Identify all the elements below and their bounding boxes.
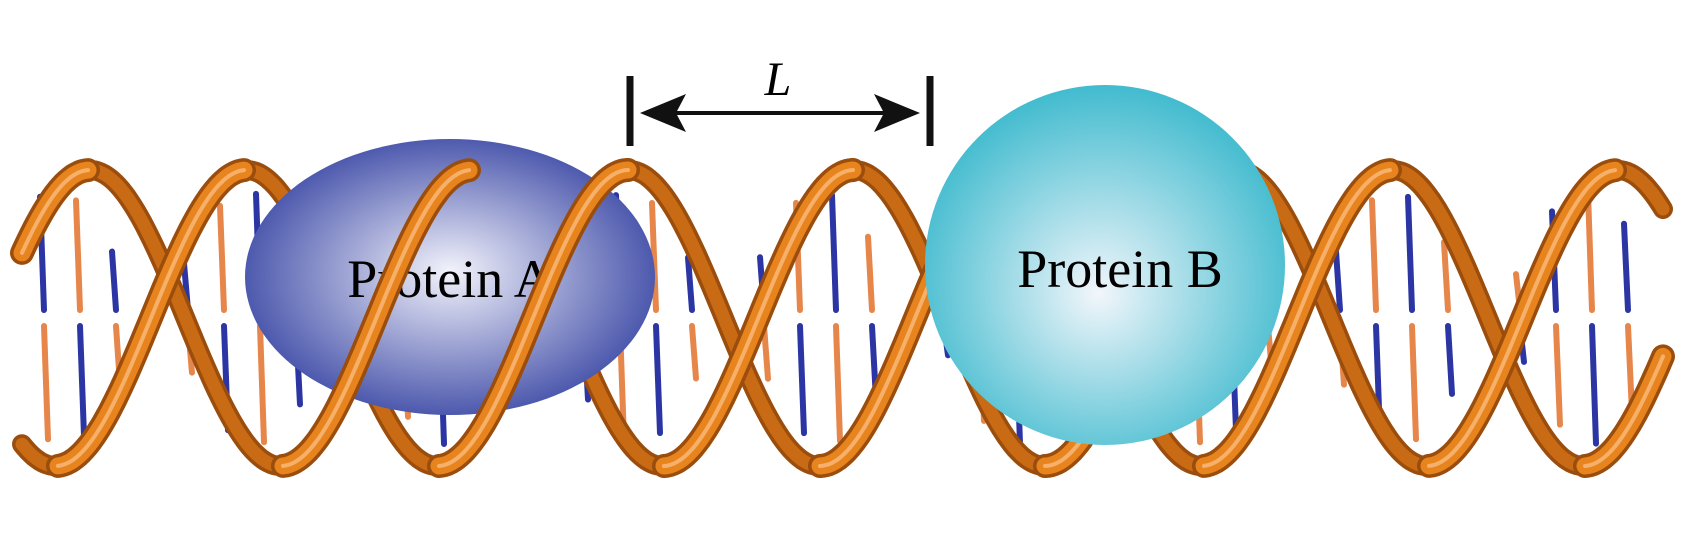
backbone-ribbon: [1583, 354, 1665, 468]
backbone-ribbon: [1427, 168, 1617, 468]
base-pair-segment: [1441, 239, 1451, 313]
backbone-ribbon: [437, 168, 630, 468]
base-pair-segment: [653, 323, 663, 437]
base-pair-segment: [1589, 323, 1599, 447]
backbone-ribbon: [20, 168, 90, 255]
base-pair-segment: [761, 323, 771, 382]
base-pair-segment: [77, 323, 87, 439]
base-pair-segment: [1369, 197, 1379, 313]
distance-arrow-right-head: [874, 94, 920, 132]
distance-label: L: [764, 53, 792, 106]
backbone-ribbon: [1202, 168, 1392, 468]
base-pair-segment: [1409, 323, 1419, 443]
base-pair-segment: [833, 323, 843, 444]
base-pair-segment: [1621, 220, 1631, 313]
base-pair-segment: [41, 323, 51, 443]
backbone-ribbon: [1386, 163, 1589, 473]
base-pair-segment: [1445, 323, 1455, 397]
backbone-ribbon: [56, 168, 246, 468]
base-pair-segment: [797, 323, 807, 437]
base-pair-segment: [829, 192, 839, 313]
base-pair-segment: [1333, 248, 1343, 313]
protein-b-shape: [925, 85, 1285, 445]
distance-arrow-left-head: [640, 94, 686, 132]
base-pair-segment: [73, 197, 83, 313]
base-pair-segment: [1585, 189, 1595, 313]
protein-b-label: Protein B: [1017, 239, 1223, 299]
base-pair-segment: [257, 323, 267, 446]
base-pair-segment: [689, 323, 699, 382]
base-pair-segment: [109, 248, 119, 313]
base-pair-segment: [1405, 193, 1415, 313]
base-pair-segment: [865, 233, 875, 313]
backbone-ribbon: [281, 168, 471, 468]
protein-a-shape: [245, 139, 655, 415]
distance-indicator: L: [626, 53, 934, 146]
base-pair-segment: [217, 202, 227, 313]
backbone-ribbon: [662, 168, 855, 468]
base-pair-segment: [1553, 323, 1563, 428]
backbone-ribbon: [624, 163, 824, 473]
base-pair-segment: [649, 199, 659, 313]
backbone-ribbon: [84, 163, 287, 473]
base-pair-segment: [685, 254, 695, 313]
